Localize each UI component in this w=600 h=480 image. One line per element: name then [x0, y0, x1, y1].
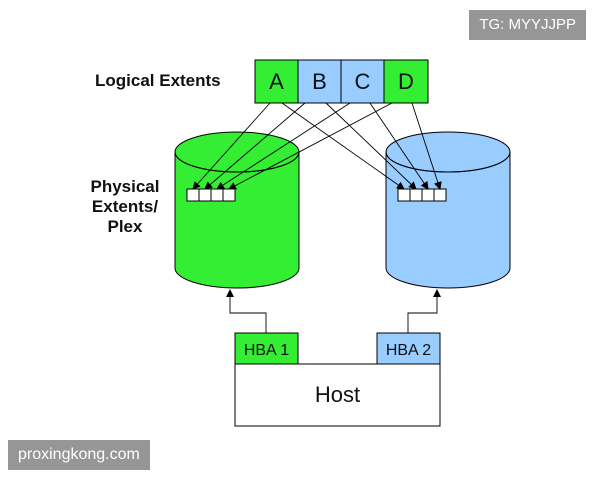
- left-physical-extents: [186, 188, 236, 202]
- hba2-label: HBA 2: [386, 342, 431, 359]
- arrow-d-left: [228, 102, 393, 190]
- physical-label-line-3: Plex: [107, 217, 143, 236]
- extent-cell-b: [297, 59, 342, 104]
- left-slot-1: [186, 188, 200, 202]
- right-disk-cylinder: [385, 131, 511, 289]
- extent-letter-d: D: [398, 69, 414, 94]
- right-disk-front-rim: [385, 151, 511, 173]
- host-assembly: Host HBA 1 HBA 2: [234, 332, 441, 427]
- hba2-to-right-disk: [407, 289, 441, 333]
- physical-extents-label: Physical Extents/ Plex: [82, 177, 168, 237]
- watermark-top-right: TG: MYYJJPP: [469, 10, 586, 40]
- mapping-arrows: [192, 102, 442, 190]
- hba1-to-left-disk: [226, 289, 267, 333]
- right-slot-1: [397, 188, 411, 202]
- arrow-a-right: [281, 102, 405, 190]
- physical-label-line-2: Extents/: [91, 197, 159, 216]
- right-slot-4: [433, 188, 447, 202]
- arrow-c-right: [369, 102, 429, 190]
- physical-label-line-1: Physical: [90, 177, 160, 196]
- right-slot-2: [409, 188, 423, 202]
- logical-extents-label: Logical Extents: [95, 71, 221, 90]
- extent-cell-c: [340, 59, 385, 104]
- extent-cell-d: [383, 59, 429, 104]
- right-slot-3: [421, 188, 435, 202]
- hba2-box: [376, 332, 441, 365]
- left-disk-cylinder: [174, 131, 300, 289]
- hba-connections: [226, 289, 441, 333]
- hba1-label: HBA 1: [244, 342, 289, 359]
- arrow-a-left: [192, 102, 271, 190]
- left-disk-front-rim: [174, 151, 300, 173]
- arrow-b-right: [325, 102, 417, 190]
- extent-letter-a: A: [269, 69, 284, 94]
- extent-letter-b: B: [312, 69, 327, 94]
- arrow-c-left: [216, 102, 351, 190]
- left-slot-3: [210, 188, 224, 202]
- right-physical-extents: [397, 188, 447, 202]
- hba1-box: [234, 332, 299, 365]
- right-disk-body: [385, 151, 511, 289]
- arrow-b-left: [204, 102, 306, 190]
- extent-letter-c: C: [355, 69, 371, 94]
- left-slot-4: [222, 188, 236, 202]
- left-slot-2: [198, 188, 212, 202]
- watermark-bottom-left: proxingkong.com: [8, 440, 150, 470]
- arrow-d-right: [411, 102, 442, 190]
- logical-extents-bar: A B C D: [254, 59, 429, 104]
- host-label: Host: [315, 382, 360, 407]
- host-box: [234, 363, 441, 427]
